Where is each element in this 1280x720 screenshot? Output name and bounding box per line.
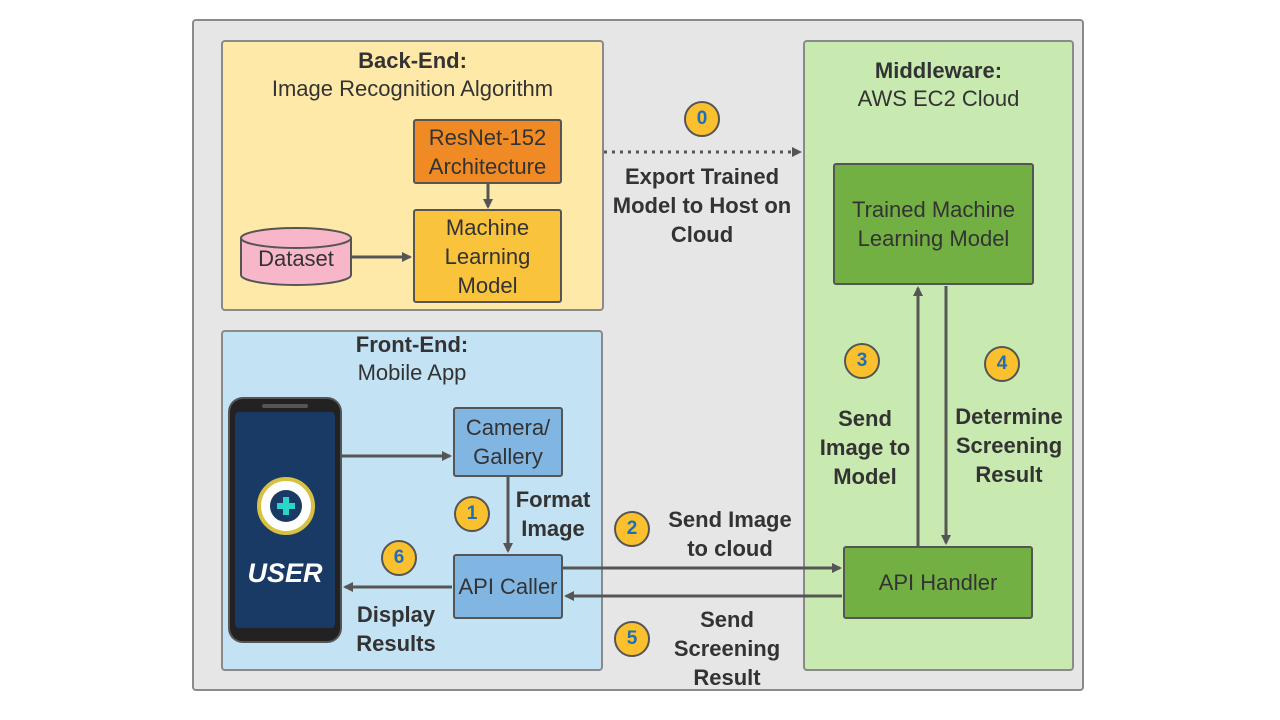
phone-icon [228,397,342,643]
step-0-badge: 0 [684,101,720,137]
backend-title: Back-End: Image Recognition Algorithm [221,47,604,103]
step-6-badge: 6 [381,540,417,576]
middleware-subtitle: AWS EC2 Cloud [857,86,1020,111]
backend-subtitle: Image Recognition Algorithm [271,76,554,101]
phone-user-label: USER [247,558,323,588]
step-4-badge: 4 [984,346,1020,382]
frontend-subtitle: Mobile App [357,360,467,385]
dataset-label: Dataset [258,246,334,271]
step-3-label: Send Image to Model [819,406,911,489]
frontend-title: Front-End: Mobile App [221,331,603,387]
backend-title-text: Back-End: [358,48,467,73]
step-0-label: Export Trained Model to Host on Cloud [612,164,792,247]
trained-model-label: Trained Machine Learning Model [851,197,1016,251]
resnet-label: ResNet-152 Architecture [428,124,547,179]
api-caller-box: API Caller [453,554,563,619]
resnet-box: ResNet-152 Architecture [413,119,562,184]
camera-label: Camera/ Gallery [465,415,551,469]
trained-model-box: Trained Machine Learning Model [833,163,1034,285]
api-handler-label: API Handler [878,570,998,595]
step-1-badge: 1 [454,496,490,532]
step-5-label: Send Screening Result [673,607,781,690]
middleware-title-text: Middleware: [874,58,1003,83]
step-3-badge: 3 [844,343,880,379]
step-2-badge: 2 [614,511,650,547]
ml-model-label: Machine Learning Model [444,214,531,298]
step-2-label: Send Image to cloud [668,507,792,561]
middleware-title: Middleware: AWS EC2 Cloud [803,57,1074,113]
step-5-badge: 5 [614,621,650,657]
step-4-label: Determine Screening Result [955,404,1063,487]
api-caller-label: API Caller [458,574,558,599]
camera-box: Camera/ Gallery [453,407,563,477]
step-1-label: Format Image [515,487,591,541]
dataset-cylinder [240,227,352,286]
frontend-title-text: Front-End: [355,332,469,357]
ml-model-box: Machine Learning Model [413,209,562,303]
step-6-label: Display Results [356,602,436,656]
api-handler-box: API Handler [843,546,1033,619]
